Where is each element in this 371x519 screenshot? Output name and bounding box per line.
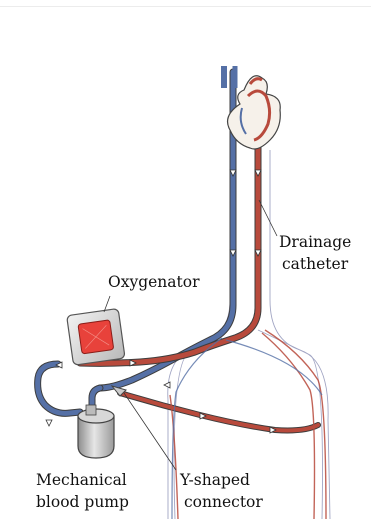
pump-label-line1: Mechanical — [36, 470, 127, 490]
drainage-catheter-label-line1: Drainage — [279, 232, 351, 252]
vena-cava-outline — [168, 72, 230, 519]
drainage-leader — [259, 200, 277, 236]
connector-label-line1: Y-shaped — [180, 470, 250, 490]
connector-label-line2: connector — [184, 492, 263, 512]
flow-arrows — [46, 170, 276, 433]
aorta-outline — [270, 150, 330, 519]
leader-lines — [104, 200, 277, 470]
return-line — [120, 393, 318, 430]
blood-pump-device — [78, 405, 114, 458]
pump-label-line2: blood pump — [36, 492, 129, 512]
oxygenator-label: Oxygenator — [108, 272, 200, 292]
oxygenator-device — [67, 308, 125, 365]
flow-arrow — [46, 420, 52, 426]
flow-arrow — [164, 382, 170, 388]
drainage-catheter-label-line2: catheter — [282, 254, 348, 274]
